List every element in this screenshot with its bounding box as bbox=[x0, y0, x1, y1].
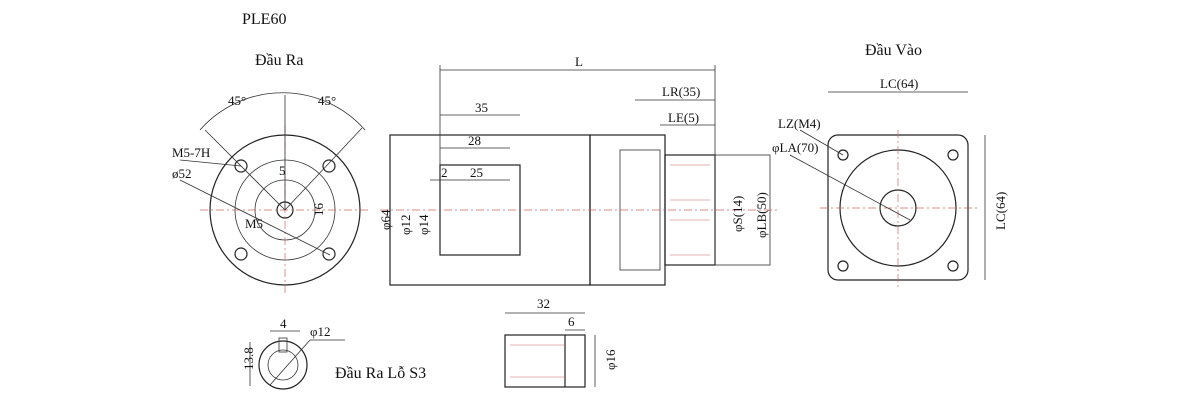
phi64-label: φ64 bbox=[378, 209, 393, 230]
lc-side-label: LC(64) bbox=[993, 192, 1008, 230]
height-label: 13.8 bbox=[241, 347, 256, 370]
le-label: LE(5) bbox=[668, 110, 699, 125]
sleeve-view: 32 6 φ16 bbox=[504, 296, 618, 388]
pcd-label: ø52 bbox=[172, 166, 192, 181]
phi-lb-label: φLB(50) bbox=[754, 192, 769, 238]
key-width-label: 5 bbox=[279, 163, 286, 178]
angle-right-label: 45° bbox=[318, 93, 336, 108]
lz-label: LZ(M4) bbox=[778, 116, 821, 131]
phi-s-label: φS(14) bbox=[730, 196, 745, 232]
key-label: 4 bbox=[280, 316, 287, 331]
phi12-label: φ12 bbox=[398, 214, 413, 235]
output-heading: Đầu Ra bbox=[255, 52, 303, 69]
bore-caption: Đầu Ra Lỗ S3 bbox=[335, 365, 426, 382]
model-title: PLE60 bbox=[242, 11, 286, 28]
dim-2-label: 2 bbox=[441, 165, 448, 180]
phi14-label: φ14 bbox=[416, 214, 431, 235]
side-view: L 35 28 2 25 LR(35) LE(5) φ64 φ12 φ14 φS… bbox=[378, 54, 780, 286]
angle-left-label: 45° bbox=[228, 93, 246, 108]
sleeve-step-label: 6 bbox=[568, 314, 575, 329]
lr-label: LR(35) bbox=[662, 84, 700, 99]
output-flange-view: Đầu Ra 45° 45° M5-7H ø52 5 16 M5 bbox=[172, 52, 370, 295]
input-heading: Đầu Vào bbox=[865, 42, 922, 59]
la-label: φLA(70) bbox=[772, 140, 819, 155]
bore-label: φ12 bbox=[310, 324, 331, 339]
sleeve-diameter-label: φ16 bbox=[603, 349, 618, 370]
dim-25-label: 25 bbox=[470, 165, 483, 180]
input-flange-view: Đầu Vào LC(64) LZ(M4) φLA(70) LC(64) bbox=[772, 42, 1008, 290]
dim-35-label: 35 bbox=[475, 100, 488, 115]
bore-view: 4 φ12 13.8 Đầu Ra Lỗ S3 bbox=[241, 316, 426, 390]
shaft-height-label: 16 bbox=[311, 203, 326, 217]
lc-top-label: LC(64) bbox=[880, 76, 918, 91]
thread-label: M5-7H bbox=[172, 145, 210, 160]
center-thread-label: M5 bbox=[245, 216, 263, 231]
length-label: L bbox=[575, 54, 583, 69]
dim-28-label: 28 bbox=[468, 133, 481, 148]
sleeve-length-label: 32 bbox=[537, 296, 550, 311]
